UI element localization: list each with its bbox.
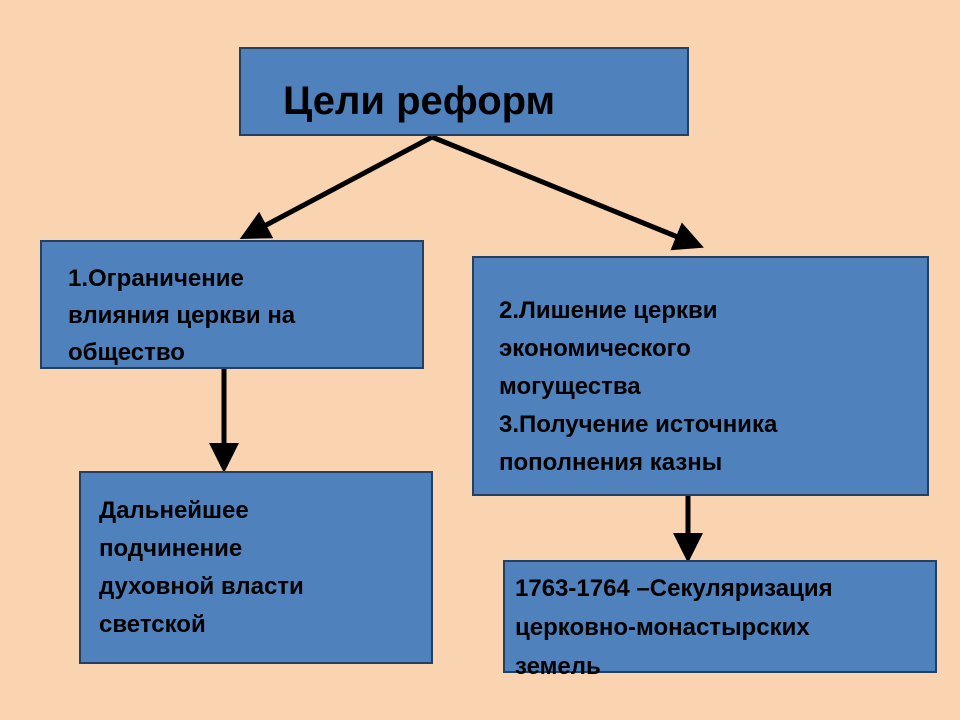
goal-1-line: влияния церкви на [68, 302, 296, 329]
title-box: Цели реформ [239, 47, 689, 136]
consequence-1-line: духовной власти [99, 573, 304, 600]
goal-1-line: 1.Ограничение [68, 265, 244, 292]
goals-2-3-box: 2.Лишение церкви экономического могущест… [472, 256, 929, 496]
consequence-2-line: церковно-монастырских [515, 614, 810, 641]
goals-2-3-line: пополнения казны [499, 449, 723, 476]
arrow-title-to-goal1 [239, 134, 434, 240]
goal-1-line: общество [68, 339, 185, 366]
consequence-1-line: Дальнейшее [99, 497, 249, 524]
consequence-1-box: Дальнейшее подчинение духовной власти св… [79, 471, 433, 664]
consequence-2-line: 1763-1764 –Секуляризация [515, 575, 833, 602]
goals-2-3-line: экономического [499, 335, 691, 362]
consequence-1-line: подчинение [99, 535, 243, 562]
goals-2-3-line: 2.Лишение церкви [499, 297, 718, 324]
diagram-title: Цели реформ [283, 79, 556, 123]
goals-2-3-line: могущества [499, 373, 641, 400]
arrow-title-to-goal23 [431, 134, 704, 251]
goal-1-box: 1.Ограничение влияния церкви на общество [40, 240, 424, 369]
consequence-2-line: земель [515, 653, 601, 680]
consequence-2-box: 1763-1764 –Секуляризация церковно-монаст… [503, 560, 937, 680]
goals-2-3-line: 3.Получение источника [499, 411, 778, 438]
consequence-1-line: светской [99, 611, 206, 638]
